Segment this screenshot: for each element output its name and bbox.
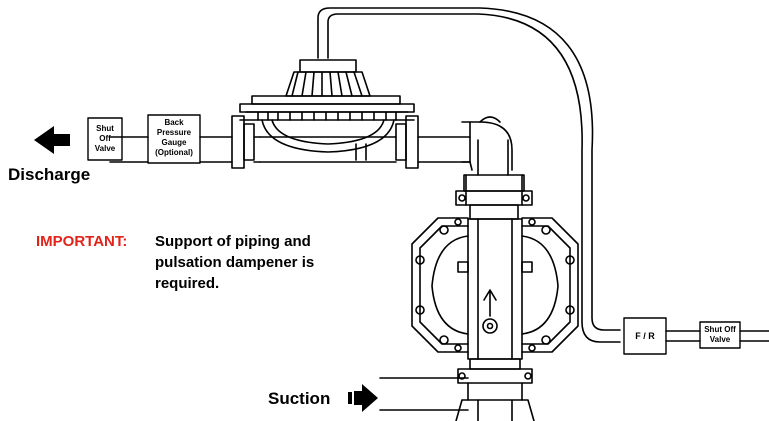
suction-pipe — [379, 377, 469, 411]
pump-top-manifold — [455, 174, 533, 220]
shutoff-valve-left-line1: Shut — [96, 124, 114, 133]
gauge-label-line2: Pressure — [157, 128, 192, 137]
shutoff-valve-right-line2: Valve — [710, 335, 731, 344]
pulsation-dampener — [239, 59, 415, 153]
gauge-label-line3: Gauge — [162, 138, 187, 147]
shutoff-valve-box-left — [87, 117, 123, 161]
arrow-right-tail-icon — [348, 392, 352, 404]
shutoff-valve-box-right — [699, 321, 741, 349]
left-air-chamber — [411, 217, 469, 353]
shutoff-valve-right-line1: Shut Off — [704, 325, 736, 334]
discharge-label: Discharge — [8, 165, 90, 184]
important-note-line3: required. — [155, 275, 219, 292]
air-line-right — [665, 330, 769, 342]
back-pressure-gauge-box — [147, 114, 201, 164]
shutoff-valve-left-line2: Off — [99, 134, 111, 143]
arrow-left-icon — [34, 126, 70, 154]
shutoff-valve-left-line3: Valve — [95, 144, 116, 153]
discharge-pipe — [109, 115, 471, 169]
important-label: IMPORTANT: — [36, 233, 127, 250]
important-note-line1: Support of piping and — [155, 233, 311, 250]
gauge-label-line1: Back — [164, 118, 184, 127]
arrow-right-icon — [354, 384, 378, 412]
discharge-elbow — [461, 116, 513, 176]
pump-body — [457, 218, 533, 360]
filter-regulator-box — [623, 317, 667, 355]
gauge-label-line4: (Optional) — [155, 148, 193, 157]
important-note-line2: pulsation dampener is — [155, 254, 314, 271]
filter-regulator-label: F / R — [635, 331, 655, 341]
right-air-chamber — [521, 217, 579, 353]
air-supply-line — [317, 7, 621, 343]
pump-bottom-manifold — [455, 358, 535, 421]
suction-label: Suction — [268, 389, 330, 408]
